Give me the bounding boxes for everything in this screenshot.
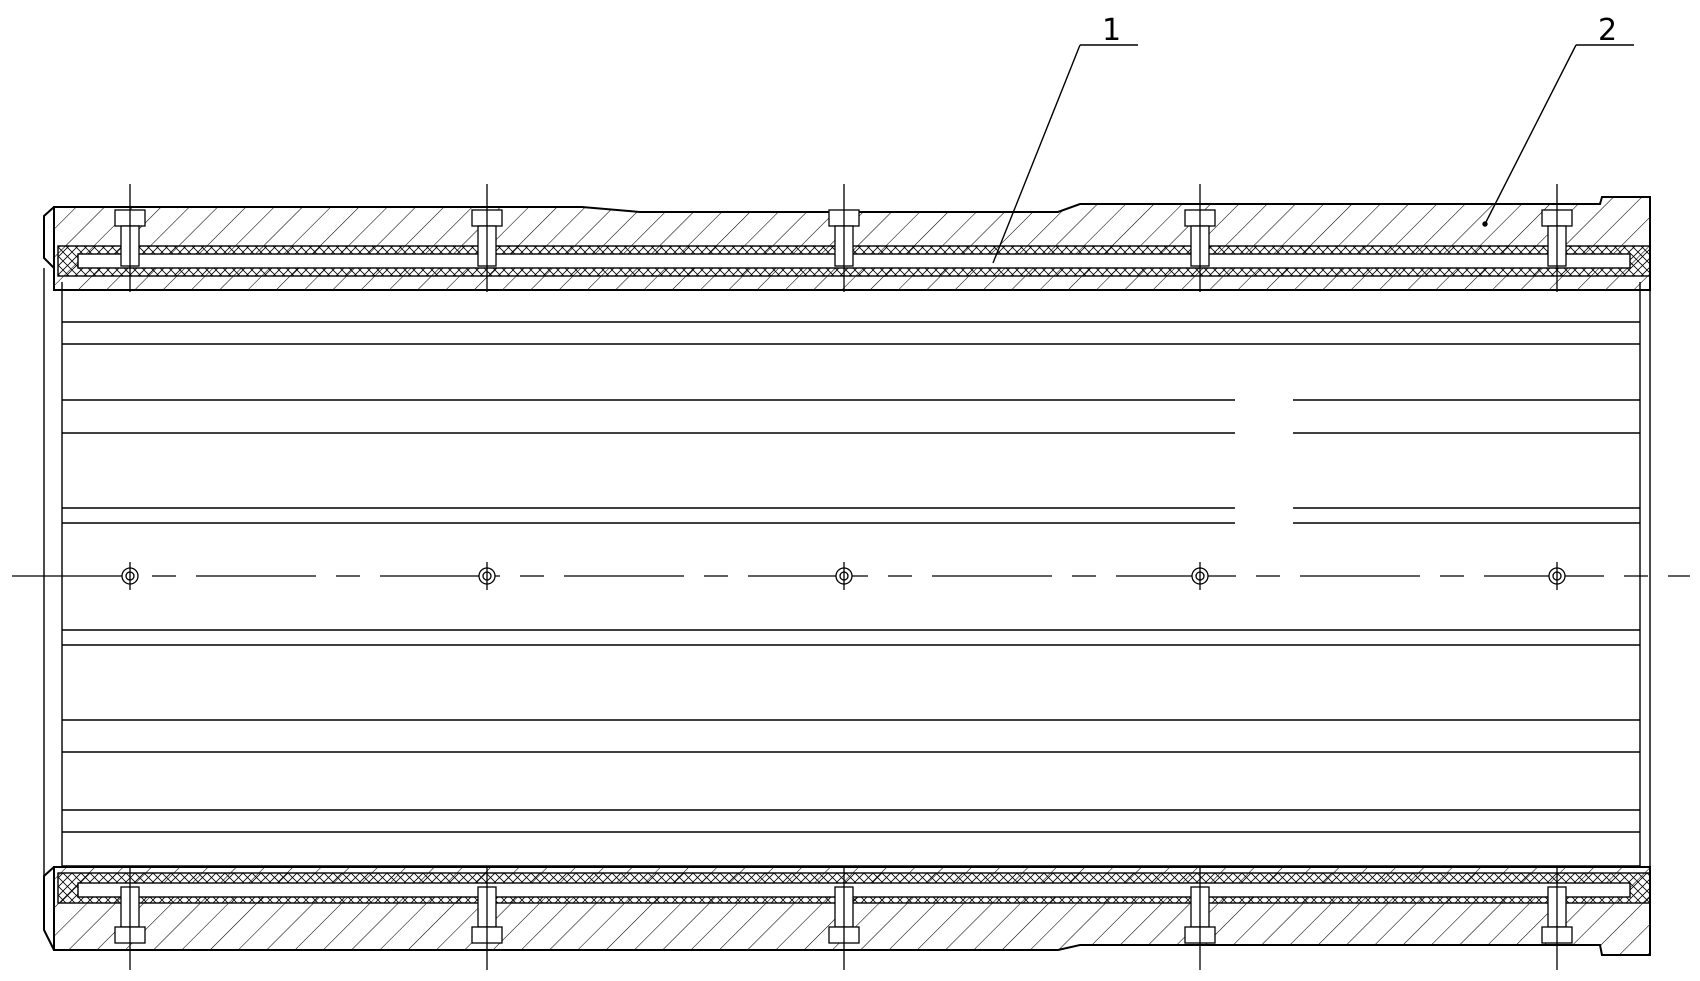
inner-bore	[43, 268, 1651, 876]
liner-part-1	[57, 245, 1651, 904]
liner-bottom-slot	[77, 882, 1631, 898]
bolt-bottom	[114, 866, 146, 970]
bolt-bottom	[1541, 866, 1573, 970]
bolt-bottom	[1184, 866, 1216, 970]
callout-group	[992, 44, 1634, 264]
leader-2	[1484, 44, 1577, 225]
callout-label-2: 2	[1598, 13, 1617, 48]
bolt-top	[114, 184, 146, 292]
bolt-top	[828, 184, 860, 292]
bolt-top	[1184, 184, 1216, 292]
bolt-bottom	[471, 866, 503, 970]
center-hole	[478, 562, 496, 590]
leader-2-dot	[1482, 221, 1488, 227]
center-hole	[1548, 562, 1566, 590]
center-hole	[1191, 562, 1209, 590]
bolt-layer	[114, 184, 1573, 970]
center-hole	[835, 562, 853, 590]
leader-1	[992, 44, 1081, 264]
bolt-bottom	[828, 866, 860, 970]
liner-top-slot	[77, 253, 1631, 269]
center-hole	[121, 562, 139, 590]
bolt-top	[471, 184, 503, 292]
left-end	[43, 206, 55, 951]
callout-label-1: 1	[1102, 13, 1121, 48]
bolt-top	[1541, 184, 1573, 292]
